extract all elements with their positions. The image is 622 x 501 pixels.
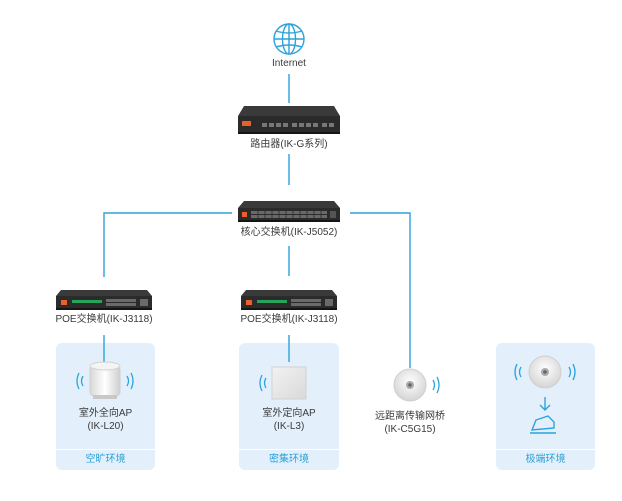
- outdoor-ap-name: 室外全向AP: [78, 408, 133, 419]
- extreme-bridge-device-icon: [528, 355, 562, 389]
- outdoor-ap-model: (IK-L20): [87, 421, 124, 432]
- poe-switch-mid-device-icon: [241, 290, 337, 310]
- core-switch-label: 核心交换机(IK-J5052): [240, 227, 338, 238]
- directional-ap-name: 室外定向AP: [262, 408, 316, 419]
- env-open-separator: [56, 449, 155, 450]
- poe-switch-left-label: POE交换机(IK-J3118): [55, 314, 153, 325]
- router-label: 路由器(IK-G系列): [250, 139, 328, 150]
- env-open-label: 空旷环境: [85, 454, 126, 465]
- poe-switch-mid-label: POE交换机(IK-J3118): [240, 314, 338, 325]
- env-dense-label: 密集环境: [269, 454, 309, 465]
- bridge-device-icon: [393, 368, 427, 402]
- connection-lines: [103, 74, 411, 368]
- internet-label: Internet: [272, 58, 306, 69]
- overlay-links: [103, 335, 290, 362]
- env-extreme-label: 极端环境: [525, 454, 566, 465]
- core-switch-device-icon: [238, 201, 340, 222]
- link-core-bridge: [350, 212, 411, 368]
- router-device-icon: [238, 106, 340, 134]
- env-dense-box: [239, 343, 339, 470]
- bridge-model: (IK-C5G15): [384, 424, 436, 435]
- outdoor-ap-signal-icon: [76, 372, 134, 390]
- bridge-name: 远距离传输网桥: [375, 411, 445, 422]
- env-extreme-separator: [496, 449, 595, 450]
- directional-ap-icon: [271, 366, 307, 400]
- bridge-signal-icon: [432, 376, 440, 394]
- env-dense-separator: [239, 449, 339, 450]
- link-core-poe-left: [103, 212, 232, 277]
- internet-globe-icon: [273, 23, 305, 55]
- poe-switch-left-device-icon: [56, 290, 152, 310]
- extreme-signal-icon: [514, 363, 576, 381]
- directional-ap-signal-icon: [259, 374, 267, 392]
- outdoor-omni-ap-icon: [89, 361, 121, 399]
- directional-ap-model: (IK-L3): [273, 421, 305, 432]
- extreme-mount-icon: [530, 397, 556, 434]
